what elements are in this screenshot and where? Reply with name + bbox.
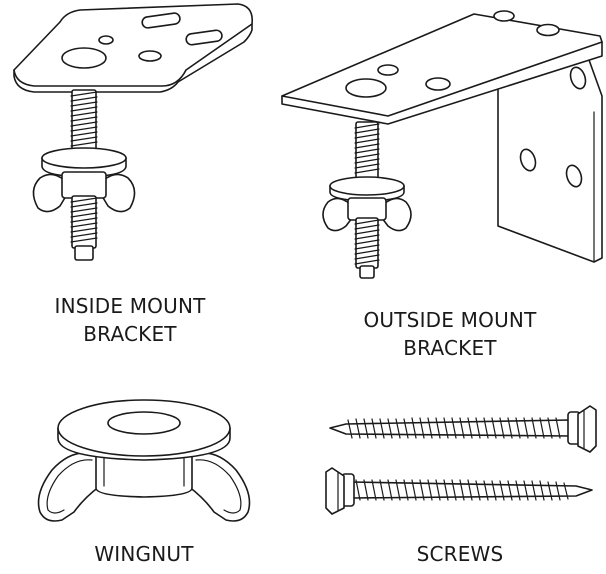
outside-mount-bracket-icon bbox=[281, 10, 603, 279]
inside-mount-label-line-2: BRACKET bbox=[83, 322, 177, 346]
wingnut-icon bbox=[37, 399, 251, 522]
wingnut-label: WINGNUT bbox=[44, 540, 244, 568]
screws-icon bbox=[325, 405, 597, 515]
inside-mount-label-line-1: INSIDE MOUNT bbox=[54, 294, 206, 318]
screws-label: SCREWS bbox=[360, 540, 560, 568]
outside-mount-label-line-2: BRACKET bbox=[403, 336, 497, 360]
screws-label-text: SCREWS bbox=[416, 542, 504, 566]
inside-mount-bracket-icon bbox=[13, 3, 254, 261]
outside-mount-label-line-1: OUTSIDE MOUNT bbox=[363, 308, 537, 332]
outside-mount-bracket-label: OUTSIDE MOUNT BRACKET bbox=[340, 306, 560, 362]
wingnut-label-text: WINGNUT bbox=[94, 542, 194, 566]
inside-mount-bracket-label: INSIDE MOUNT BRACKET bbox=[30, 292, 230, 348]
